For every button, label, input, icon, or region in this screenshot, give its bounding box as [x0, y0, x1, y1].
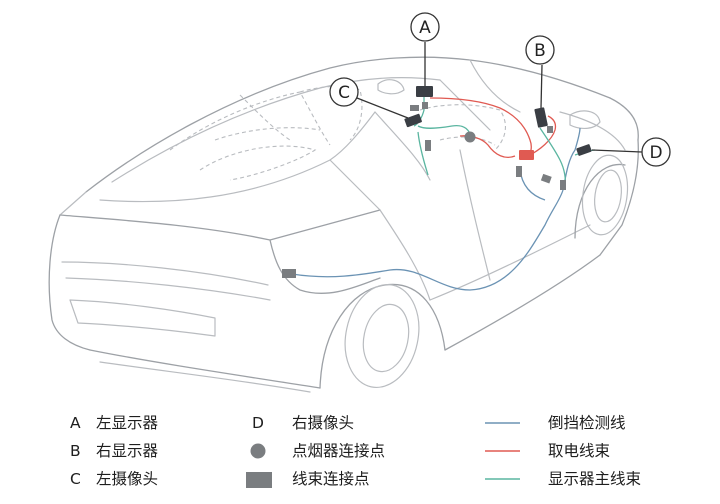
callout-a-label: A — [419, 18, 431, 38]
power-module — [519, 150, 534, 160]
left-display-device — [416, 86, 433, 97]
legend-label-power-harness: 取电线束 — [548, 442, 610, 460]
reverse-detection-line-branch — [519, 169, 546, 201]
legend-key-d: D — [252, 414, 264, 432]
harness-connector — [410, 105, 419, 111]
harness-connector — [516, 166, 522, 177]
legend-label-harness-connector: 线束连接点 — [292, 470, 370, 488]
callout-d-label: D — [649, 143, 662, 163]
legend-label-reverse-line: 倒挡检测线 — [548, 414, 626, 432]
legend: A 左显示器 B 右显示器 C 左摄像头 D 右摄像头 点烟器连接点 线束连接点… — [70, 414, 641, 488]
harness-connector — [560, 180, 566, 190]
callout-c-label: C — [338, 83, 350, 103]
legend-label-left-display: 左显示器 — [96, 414, 159, 432]
right-display-device — [534, 107, 548, 128]
harness-connector — [425, 140, 431, 151]
right-camera-device — [576, 144, 592, 156]
legend-key-a: A — [70, 414, 81, 432]
reverse-detection-line — [291, 189, 564, 291]
callout-b-circle — [525, 35, 555, 65]
harness-connector — [422, 102, 428, 109]
harness-connector — [540, 173, 552, 184]
legend-key-b: B — [70, 442, 81, 460]
left-camera-device — [404, 113, 422, 128]
devices — [282, 86, 592, 278]
legend-label-display-harness: 显示器主线束 — [548, 470, 641, 488]
legend-label-right-display: 右显示器 — [96, 442, 159, 460]
harness-connector — [282, 269, 296, 278]
display-harness-line-4 — [417, 131, 429, 176]
callouts: A B C D — [329, 12, 671, 167]
display-harness-line-3 — [539, 127, 566, 187]
callout-b-label: B — [534, 41, 546, 61]
harness-connector — [547, 126, 553, 133]
callout-c-circle — [329, 77, 359, 107]
legend-label-left-camera: 左摄像头 — [96, 470, 158, 488]
display-harness-line-2 — [417, 124, 473, 141]
callout-d-circle — [641, 137, 671, 167]
filled-circle-icon — [250, 443, 266, 459]
callout-a-circle — [410, 12, 440, 42]
legend-label-lighter-point: 点烟器连接点 — [292, 442, 385, 460]
legend-key-c: C — [70, 470, 81, 488]
lighter-point — [464, 131, 476, 143]
legend-label-right-camera: 右摄像头 — [292, 414, 354, 432]
filled-rectangle-icon — [246, 472, 272, 488]
car-body-outline — [48, 56, 639, 393]
power-harness-line-2 — [527, 115, 557, 157]
